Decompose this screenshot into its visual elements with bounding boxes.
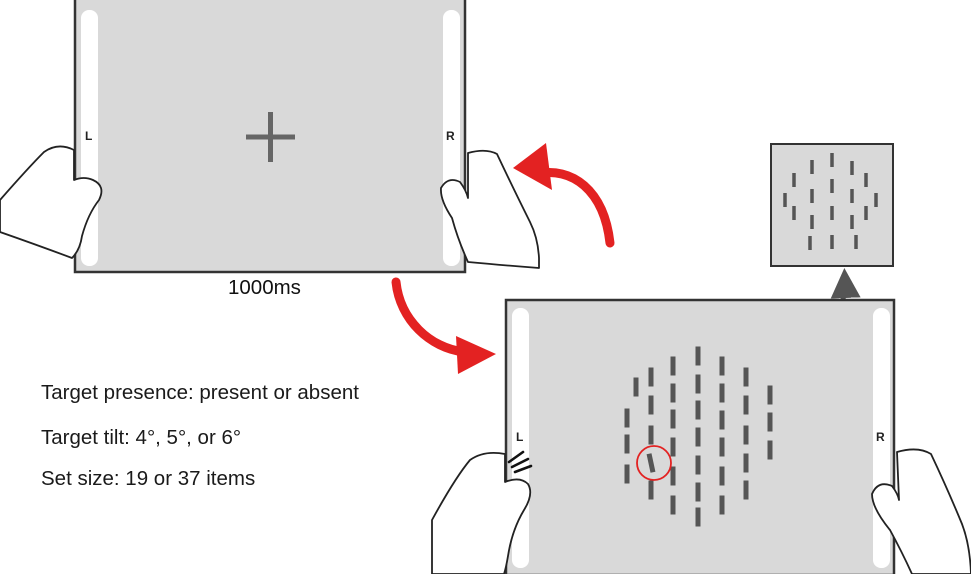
distractor-bar bbox=[695, 455, 701, 475]
distractor-bar bbox=[670, 383, 676, 403]
distractor-bar bbox=[624, 464, 630, 484]
distractor-bar bbox=[830, 235, 834, 249]
magnified-inset bbox=[770, 143, 894, 267]
distractor-bar bbox=[810, 160, 814, 174]
distractor-bar bbox=[783, 193, 787, 207]
inset-bars bbox=[783, 153, 878, 250]
distractor-bar bbox=[743, 425, 749, 445]
fixation-cross-icon bbox=[246, 112, 295, 162]
distractor-bar bbox=[830, 206, 834, 220]
distractor-bar bbox=[648, 425, 654, 445]
distractor-bar bbox=[695, 482, 701, 502]
distractor-bar bbox=[719, 356, 725, 376]
condition-target-tilt: Target tilt: 4°, 5°, or 6° bbox=[41, 426, 242, 449]
distractor-bar bbox=[864, 206, 868, 220]
distractor-bar bbox=[864, 173, 868, 187]
distractor-bar bbox=[767, 440, 773, 460]
distractor-bar bbox=[767, 412, 773, 432]
distractor-bar bbox=[648, 367, 654, 387]
hand-right-icon bbox=[440, 149, 540, 269]
hand-right-icon bbox=[871, 448, 971, 574]
distractor-bar bbox=[670, 437, 676, 457]
fixation-screen: L R bbox=[73, 0, 467, 274]
distractor-bar bbox=[670, 466, 676, 486]
distractor-bar bbox=[792, 206, 796, 220]
fixation-right-label: R bbox=[446, 129, 455, 143]
distractor-bar bbox=[719, 410, 725, 430]
distractor-bar bbox=[719, 437, 725, 457]
curved-arrow-icon bbox=[391, 277, 496, 374]
distractor-bar bbox=[792, 173, 796, 187]
target-bar bbox=[646, 453, 656, 473]
distractor-bar bbox=[695, 427, 701, 447]
distractor-bar bbox=[695, 346, 701, 366]
search-screen: L R bbox=[504, 298, 896, 574]
distractor-bar bbox=[719, 495, 725, 515]
distractor-bar bbox=[743, 367, 749, 387]
condition-set-size: Set size: 19 or 37 items bbox=[41, 467, 256, 490]
distractor-bar bbox=[808, 236, 812, 250]
distractor-bar bbox=[854, 235, 858, 249]
distractor-bar bbox=[695, 400, 701, 420]
distractor-bar bbox=[743, 480, 749, 500]
distractor-bar bbox=[874, 193, 878, 207]
distractor-bar bbox=[810, 189, 814, 203]
distractor-bar bbox=[624, 434, 630, 454]
hand-left-icon bbox=[0, 145, 103, 259]
search-right-label: R bbox=[876, 430, 885, 444]
target-highlight-circle bbox=[636, 445, 672, 481]
distractor-bar bbox=[830, 153, 834, 167]
distractor-bar bbox=[719, 466, 725, 486]
fixation-duration-label: 1000ms bbox=[228, 276, 301, 299]
distractor-bar bbox=[670, 409, 676, 429]
distractor-bar bbox=[719, 383, 725, 403]
tap-marks-icon bbox=[507, 450, 533, 474]
curved-arrow-icon bbox=[513, 143, 615, 248]
distractor-bar bbox=[695, 374, 701, 394]
distractor-bar bbox=[850, 161, 854, 175]
distractor-bar bbox=[810, 215, 814, 229]
distractor-bar bbox=[633, 377, 639, 397]
distractor-bar bbox=[670, 495, 676, 515]
fixation-left-label: L bbox=[85, 129, 92, 143]
distractor-bar bbox=[648, 395, 654, 415]
distractor-bar bbox=[850, 215, 854, 229]
distractor-bar bbox=[830, 179, 834, 193]
distractor-bar bbox=[670, 356, 676, 376]
distractor-bar bbox=[767, 385, 773, 405]
search-bars bbox=[624, 346, 773, 527]
distractor-bar bbox=[743, 453, 749, 473]
condition-target-presence: Target presence: present or absent bbox=[41, 381, 359, 404]
hand-left-icon bbox=[431, 451, 532, 574]
distractor-bar bbox=[743, 395, 749, 415]
distractor-bar bbox=[624, 408, 630, 428]
search-left-label: L bbox=[516, 430, 523, 444]
distractor-bar bbox=[695, 507, 701, 527]
distractor-bar bbox=[648, 480, 654, 500]
distractor-bar bbox=[850, 189, 854, 203]
